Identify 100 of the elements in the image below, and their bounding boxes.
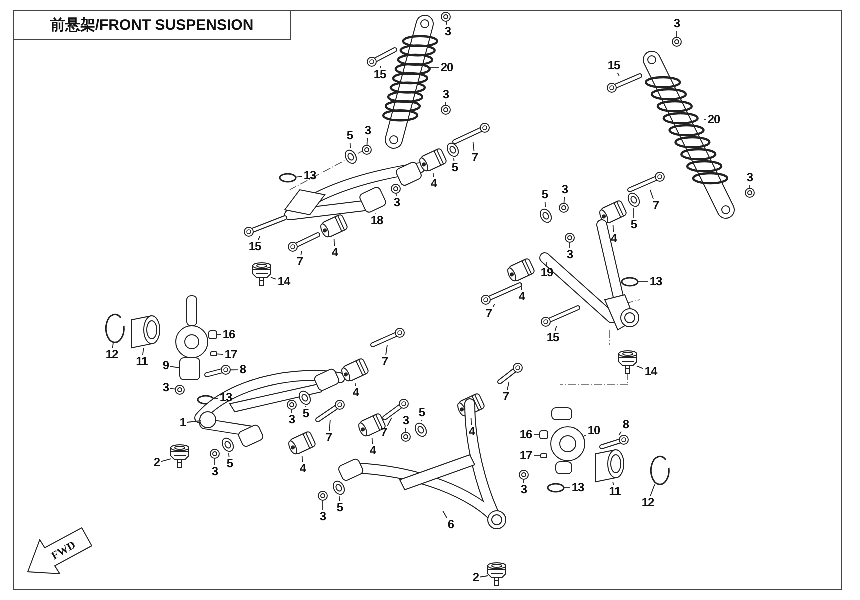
callout-number: 4 xyxy=(332,246,338,260)
callout-number: 11 xyxy=(136,356,148,368)
callout-number: 15 xyxy=(608,60,620,72)
bolt xyxy=(204,365,231,378)
leader-line xyxy=(507,382,510,390)
callout-number: 3 xyxy=(562,184,568,196)
callout-number: 5 xyxy=(418,406,426,420)
direction-label: FWD xyxy=(50,539,78,563)
callout-number: 4 xyxy=(370,444,376,458)
callout-number: 4 xyxy=(430,178,438,190)
washer xyxy=(222,438,234,452)
steering-knuckle xyxy=(550,408,586,474)
callout-number: 3 xyxy=(746,172,754,184)
pin xyxy=(210,352,218,356)
title: 前悬架/FRONT SUSPENSION xyxy=(13,10,291,40)
bolt xyxy=(607,74,642,93)
o-ring xyxy=(547,483,565,493)
control-arm xyxy=(337,398,506,530)
callout-number: 8 xyxy=(240,364,246,376)
callout-number: 11 xyxy=(609,486,621,498)
bolt xyxy=(498,363,523,384)
callout-number: 12 xyxy=(642,496,654,510)
callout-number: 4 xyxy=(518,290,526,304)
callout-number: 4 xyxy=(610,232,618,246)
leader-line xyxy=(432,172,434,178)
leader-line xyxy=(442,510,448,518)
leader-line xyxy=(329,420,331,432)
leader-line xyxy=(650,484,656,496)
wheel-bearing xyxy=(596,449,624,483)
square-nut xyxy=(208,330,218,340)
leader-line xyxy=(546,262,548,266)
leader-line xyxy=(322,500,324,510)
leader-line xyxy=(112,342,114,348)
leader-line xyxy=(492,304,496,308)
leader-line xyxy=(258,236,261,240)
leader-line xyxy=(386,344,388,356)
leader-line xyxy=(520,282,522,290)
callout-number: 5 xyxy=(452,162,458,174)
leader-line xyxy=(387,418,392,426)
callout-number: 3 xyxy=(444,26,452,38)
pin xyxy=(540,454,548,458)
leader-line xyxy=(302,456,304,462)
callout-number: 6 xyxy=(448,518,454,532)
nut xyxy=(210,449,220,459)
leader-line xyxy=(170,388,176,390)
leader-line xyxy=(564,196,566,204)
leader-line xyxy=(396,193,397,196)
callout-number: 5 xyxy=(226,458,234,470)
callout-number: 4 xyxy=(352,386,360,400)
callout-number: 13 xyxy=(220,392,232,404)
sleeve xyxy=(394,160,424,188)
leader-line xyxy=(676,30,678,38)
callout-number: 2 xyxy=(154,456,160,470)
bolt xyxy=(452,123,490,144)
square-nut xyxy=(540,430,548,440)
callout-number: 16 xyxy=(222,328,236,342)
leader-line xyxy=(338,496,340,502)
leader-line xyxy=(472,142,475,152)
leader-line xyxy=(582,434,586,438)
leader-line xyxy=(612,224,614,232)
bolt xyxy=(288,232,320,252)
callout-number: 3 xyxy=(212,466,218,478)
leader-line xyxy=(228,453,230,458)
callout-number: 3 xyxy=(394,196,400,210)
shock-absorber xyxy=(643,51,735,219)
callout-number: 3 xyxy=(162,382,170,394)
leader-line xyxy=(372,438,374,444)
callout-number: 4 xyxy=(468,426,476,438)
callout-number: 5 xyxy=(302,408,310,420)
callout-number: 7 xyxy=(382,356,388,368)
callout-number: 15 xyxy=(248,240,262,254)
bolt xyxy=(541,306,580,327)
callout-number: 13 xyxy=(572,482,584,494)
callout-number: 16 xyxy=(520,428,532,442)
o-ring xyxy=(197,395,215,405)
callout-number: 3 xyxy=(288,414,296,426)
steering-knuckle xyxy=(176,296,208,380)
washer xyxy=(332,480,346,496)
callout-number: 13 xyxy=(304,170,316,182)
callout-number: 7 xyxy=(296,256,304,268)
leader-line xyxy=(142,348,144,356)
callout-number: 7 xyxy=(652,200,660,212)
nut xyxy=(745,188,755,198)
washer xyxy=(628,192,640,208)
callout-number: 7 xyxy=(486,308,492,320)
callout-number: 5 xyxy=(542,188,548,202)
callout-number: 5 xyxy=(346,130,354,142)
wheel-bearing xyxy=(132,315,160,349)
leader-line xyxy=(187,420,202,423)
leader-line xyxy=(618,431,622,436)
callout-number: 3 xyxy=(320,510,326,524)
nut xyxy=(672,37,682,47)
nut xyxy=(559,203,569,213)
bolt xyxy=(628,172,665,192)
callout-number: 4 xyxy=(300,462,306,476)
leader-line xyxy=(554,326,558,332)
leader-line xyxy=(636,366,644,370)
callout-number: 12 xyxy=(106,348,118,362)
callout-number: 3 xyxy=(674,18,680,30)
bolt xyxy=(316,400,345,422)
